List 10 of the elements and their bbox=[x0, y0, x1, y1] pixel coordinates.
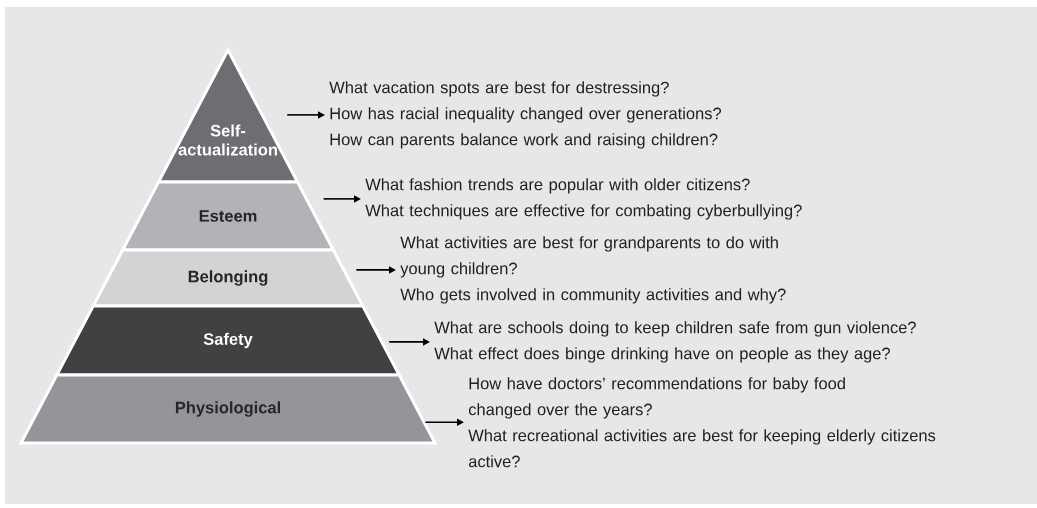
question-list: How have doctors’ recommendations for baby food changed over the years? What recreational activities are best for keeping elderly citizens active? bbox=[468, 377, 936, 468]
question-list: What vacation spots are best for destressing? How has racial inequality changed over generations? How can parents balance work and raising children? bbox=[329, 81, 722, 149]
arrow bbox=[424, 418, 464, 426]
arrow bbox=[286, 111, 325, 119]
arrow bbox=[322, 195, 361, 203]
arrow bbox=[355, 266, 396, 274]
arrow bbox=[388, 338, 430, 346]
question-list: What are schools doing to keep children safe from gun violence? What effect does binge drinking have on people as they age? bbox=[434, 321, 916, 363]
question-list: What activities are best for grandparents to do with young children? Who gets involved in community activities and why? bbox=[400, 236, 786, 304]
question-list: What fashion trends are popular with older citizens? What techniques are effective for combating cyberbullying? bbox=[365, 178, 802, 220]
